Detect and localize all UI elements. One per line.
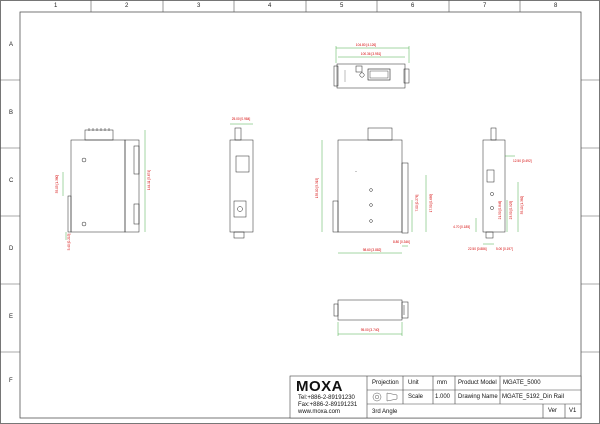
column-ticks: [0, 0, 600, 353]
dim-side-bottom: 5.40 [0.213]: [67, 233, 71, 250]
col-label-5: 5: [340, 3, 344, 9]
front-view: [332, 127, 409, 234]
row-label-f: F: [9, 378, 13, 384]
ver-value: V1: [569, 408, 577, 414]
dim-right-low2: 21.50 [0.846]: [498, 201, 502, 220]
col-label-1: 1: [54, 3, 58, 9]
dim-right-b1: 4.70 [0.185]: [453, 225, 470, 229]
dim-side-d: 35.05 [1.380]: [55, 175, 59, 194]
dim-right-mid: 35.10 [1.382]: [520, 196, 524, 215]
projection-label: Projection: [372, 380, 399, 386]
scale-label: Scale: [408, 394, 424, 400]
col-label-8: 8: [554, 3, 558, 9]
dim-front-small: 17.50 [0.689]: [429, 194, 433, 213]
row-label-e: E: [9, 314, 14, 320]
moxa-logo: MOXA: [296, 378, 343, 395]
col-label-4: 4: [268, 3, 272, 9]
product-model-label: Product Model: [458, 380, 497, 386]
row-label-a: A: [9, 42, 14, 48]
product-model-value: MGATE_5000: [503, 380, 541, 386]
bottom-view: [333, 299, 409, 321]
front-dims: [321, 140, 427, 254]
dim-right-b2: 5.00 [0.197]: [496, 247, 513, 251]
ver-label: Ver: [548, 408, 558, 414]
col-label-2: 2: [125, 3, 129, 9]
right-dims: [475, 155, 519, 245]
row-label-d: D: [9, 246, 14, 252]
col-label-3: 3: [197, 3, 201, 9]
col-label-6: 6: [411, 3, 415, 9]
row-label-c: C: [9, 178, 14, 184]
bottom-dims: [337, 322, 403, 336]
dim-side-h: 144.11 [5.674]: [147, 170, 151, 190]
col-label-7: 7: [483, 3, 487, 9]
row-label-b: B: [9, 110, 14, 116]
top-dims: [335, 46, 410, 63]
dim-narrow-top: 25.00 [0.984]: [232, 117, 251, 121]
side-view: [67, 128, 140, 233]
fax-text: Fax:+886-2-89191231: [298, 402, 358, 408]
dim-right-b3: 22.50 [0.886]: [468, 247, 487, 251]
tel-text: Tel:+886-2-89191230: [298, 395, 355, 401]
dim-top-w1: 104.80 [4.126]: [356, 43, 376, 47]
dim-right-top: 12.50 [0.492]: [513, 159, 532, 163]
dim-front-small2: 7.00 [0.276]: [415, 194, 419, 211]
dim-bottom-w: 95.00 [3.740]: [361, 328, 380, 332]
projection-value: 3rd Angle: [372, 409, 398, 415]
narrow-view: [229, 127, 254, 239]
dim-front-offset: 8.80 [0.346]: [393, 240, 410, 244]
dim-front-w: 98.60 [3.882]: [363, 248, 382, 252]
drawing-name-value: MGATE_5192_Din Rail: [502, 394, 564, 400]
top-view: [333, 63, 410, 89]
side-dims: [62, 130, 146, 240]
drawing-name-label: Drawing Name: [458, 394, 498, 400]
projection-symbol-icon: [372, 392, 398, 402]
dim-top-w2: 100.36 [3.951]: [361, 52, 381, 56]
unit-value: mm: [437, 380, 447, 386]
right-view: [482, 127, 506, 239]
unit-label: Unit: [408, 380, 419, 386]
web-text: www.moxa.com: [298, 409, 341, 415]
title-block-lines: [289, 375, 582, 419]
scale-value: 1.000: [435, 394, 451, 400]
dim-right-low1: 23.50 [0.925]: [509, 201, 513, 220]
dim-front-h: 135.00 [5.315]: [315, 178, 319, 198]
